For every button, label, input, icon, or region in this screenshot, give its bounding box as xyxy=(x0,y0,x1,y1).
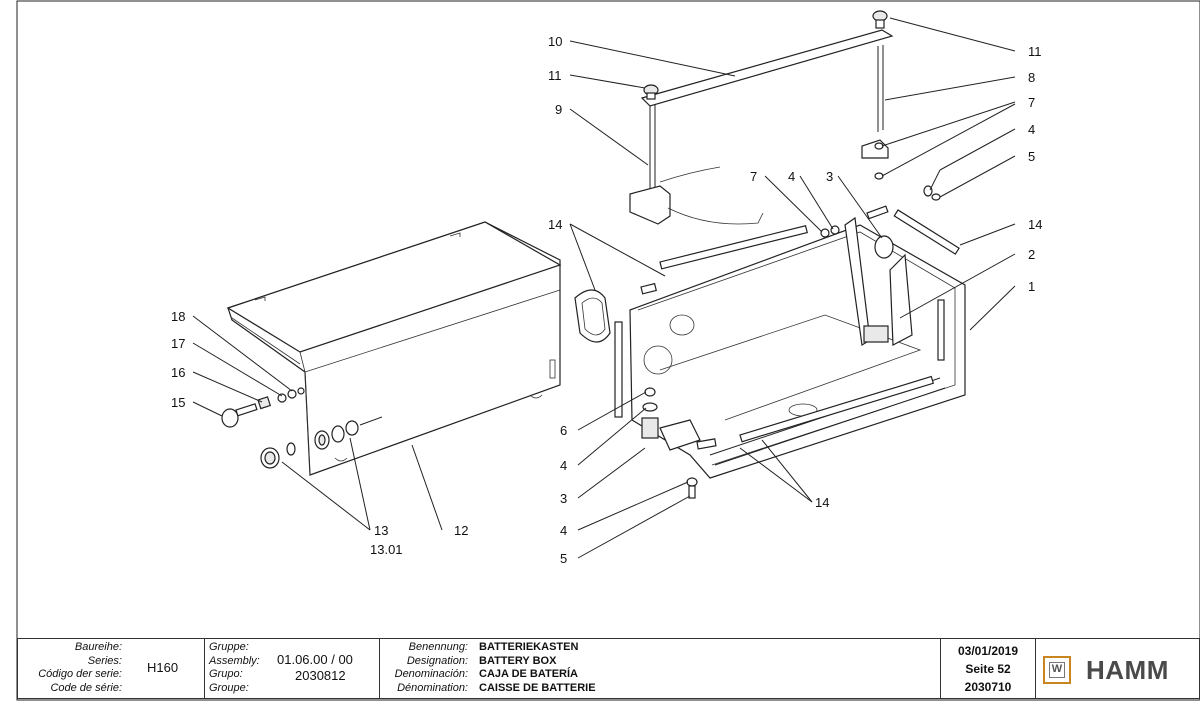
series-value: H160 xyxy=(147,660,179,675)
callout-7-right: 7 xyxy=(1028,95,1035,110)
title-block-designation: Benennung: Designation: Denominación: Dé… xyxy=(379,638,941,699)
callout-17: 17 xyxy=(171,336,185,351)
cover-fittings xyxy=(221,387,383,469)
document-number: 2030710 xyxy=(964,680,1012,694)
callout-labels: 10 11 9 11 8 7 4 5 7 4 3 14 14 2 1 18 17… xyxy=(171,34,1042,566)
callout-5-lower: 5 xyxy=(560,551,567,566)
group-label-en: Assembly: xyxy=(209,654,260,667)
series-label-en: Series: xyxy=(87,654,122,667)
hamm-logo-icon: W xyxy=(1043,656,1071,684)
designation-fr: CAISSE DE BATTERIE xyxy=(479,681,596,694)
callout-9: 9 xyxy=(555,102,562,117)
title-block-group: Gruppe: Assembly: Grupo: Groupe: 01.06.0… xyxy=(204,638,380,699)
series-label-es: Código der serie: xyxy=(38,668,122,680)
callout-1: 1 xyxy=(1028,279,1035,294)
series-label-de: Baureihe: xyxy=(74,641,122,653)
callout-2: 2 xyxy=(1028,247,1035,262)
drawing-frame xyxy=(16,0,1200,701)
assembly-value: 01.06.00 / 00 xyxy=(277,652,353,667)
callout-4-mid: 4 xyxy=(788,169,795,184)
callout-6: 6 xyxy=(560,423,567,438)
callout-4-right: 4 xyxy=(1028,122,1035,137)
group-label-de: Gruppe: xyxy=(209,641,249,653)
callout-3-lower: 3 xyxy=(560,491,567,506)
document-date: 03/01/2019 xyxy=(957,644,1019,658)
callout-3-mid: 3 xyxy=(826,169,833,184)
group-value: 2030812 xyxy=(295,668,346,683)
designation-label-es: Denominación: xyxy=(394,668,468,680)
callout-14-right: 14 xyxy=(1028,217,1042,232)
group-label-fr: Groupe: xyxy=(209,681,249,694)
callout-14-left: 14 xyxy=(548,217,562,232)
callout-12: 12 xyxy=(454,523,468,538)
designation-de: BATTERIEKASTEN xyxy=(479,641,579,653)
callout-4-lower-a: 4 xyxy=(560,458,567,473)
callout-5-right: 5 xyxy=(1028,149,1035,164)
rubber-strips xyxy=(574,205,960,450)
callout-11-right: 11 xyxy=(1028,44,1042,59)
callout-16: 16 xyxy=(171,365,185,380)
callout-18: 18 xyxy=(171,309,185,324)
logo-mark: W xyxy=(1049,662,1065,678)
callout-7-mid: 7 xyxy=(750,169,757,184)
callout-13: 13 xyxy=(374,523,388,538)
designation-label-fr: Dénomination: xyxy=(397,681,468,694)
battery-box-cover xyxy=(226,221,562,476)
callout-11-left: 11 xyxy=(548,68,562,83)
brand-name: HAMM xyxy=(1086,655,1169,685)
designation-en: BATTERY BOX xyxy=(479,654,557,667)
callout-13-01: 13.01 xyxy=(370,542,403,557)
callout-14-bottom: 14 xyxy=(815,495,829,510)
mounting-bracket xyxy=(844,216,913,346)
title-block-document: 03/01/2019 Seite 52 2030710 xyxy=(940,638,1036,699)
document-page: Seite 52 xyxy=(965,662,1011,676)
callout-4-lower-b: 4 xyxy=(560,523,567,538)
series-label-fr: Code de série: xyxy=(50,681,122,694)
leader-lines xyxy=(192,17,1016,559)
callout-10: 10 xyxy=(548,34,562,49)
group-label-es: Grupo: xyxy=(209,668,243,680)
hold-down-assembly xyxy=(629,10,941,238)
designation-label-en: Designation: xyxy=(406,654,468,667)
designation-label-de: Benennung: xyxy=(408,641,468,653)
designation-es: CAJA DE BATERÍA xyxy=(479,668,579,680)
callout-8: 8 xyxy=(1028,70,1035,85)
title-block-series: Baureihe: Series: Código der serie: Code… xyxy=(17,638,205,699)
callout-15: 15 xyxy=(171,395,185,410)
